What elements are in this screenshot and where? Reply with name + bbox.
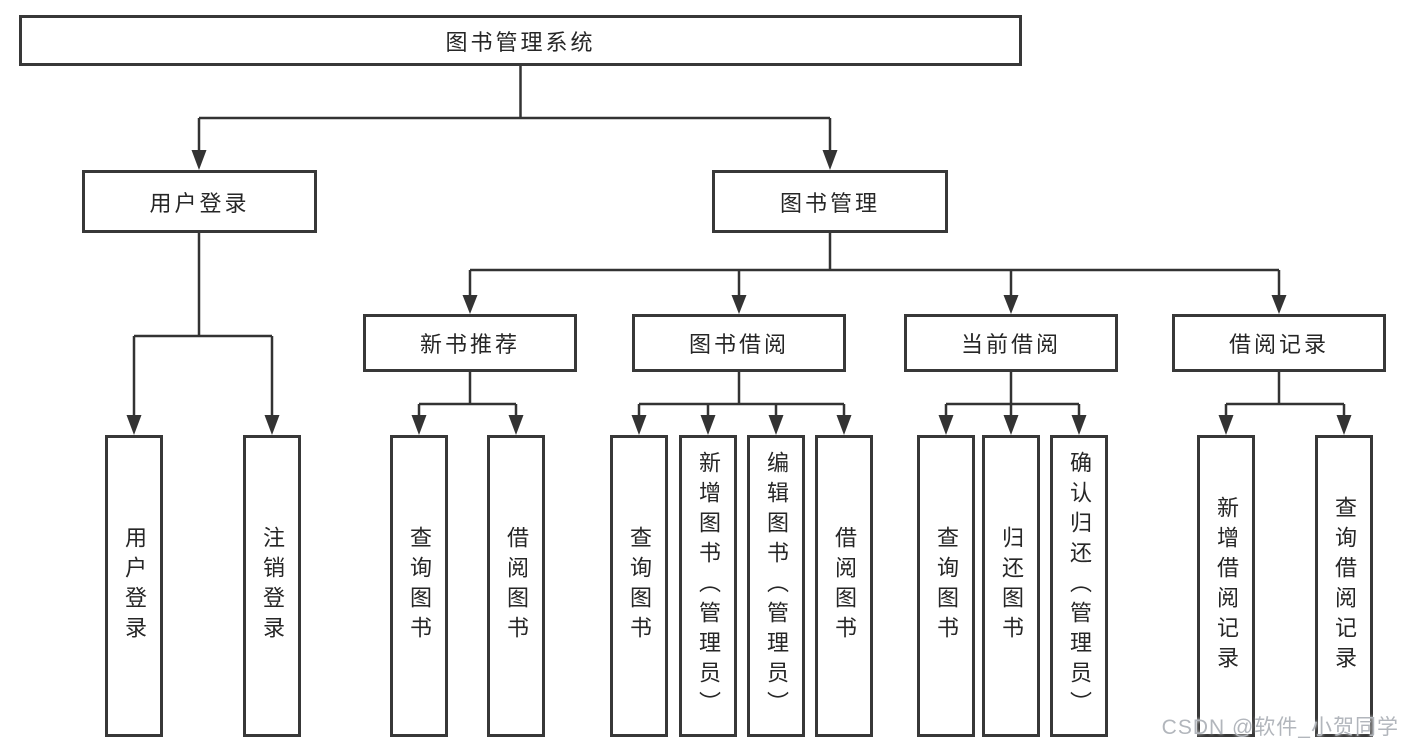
node-current-borrow-label: 当前借阅 xyxy=(960,332,1061,357)
leaf-add-borrow-record: 新增借阅记录 xyxy=(1197,435,1255,737)
leaf-edit-books-admin: 编辑图书（管理员） xyxy=(747,435,805,737)
leaf-query-books-2-label: 查询图书 xyxy=(627,526,652,646)
leaf-query-books-3: 查询图书 xyxy=(917,435,975,737)
node-borrow-records: 借阅记录 xyxy=(1172,314,1386,372)
node-root-label: 图书管理系统 xyxy=(445,29,596,55)
node-current-borrow: 当前借阅 xyxy=(904,314,1118,372)
leaf-add-borrow-record-label: 新增借阅记录 xyxy=(1214,496,1239,676)
leaf-query-books-1: 查询图书 xyxy=(390,435,448,737)
node-user-login: 用户登录 xyxy=(82,170,317,233)
leaf-user-login-label: 用户登录 xyxy=(122,526,147,646)
leaf-query-books-2: 查询图书 xyxy=(610,435,668,737)
node-book-management-label: 图书管理 xyxy=(779,190,880,216)
csdn-watermark: CSDN @软件_小贺同学 xyxy=(1161,716,1399,739)
node-book-management: 图书管理 xyxy=(712,170,948,233)
leaf-logout: 注销登录 xyxy=(243,435,301,737)
leaf-confirm-return-admin: 确认归还（管理员） xyxy=(1050,435,1108,737)
node-new-book-recommend: 新书推荐 xyxy=(363,314,577,372)
leaf-edit-books-admin-label: 编辑图书（管理员） xyxy=(764,451,789,721)
node-book-borrow: 图书借阅 xyxy=(632,314,846,372)
leaf-borrow-books-1-label: 借阅图书 xyxy=(504,526,529,646)
leaf-add-books-admin: 新增图书（管理员） xyxy=(679,435,737,737)
node-borrow-records-label: 借阅记录 xyxy=(1228,332,1329,357)
node-root: 图书管理系统 xyxy=(19,15,1022,66)
node-user-login-label: 用户登录 xyxy=(149,190,250,216)
leaf-borrow-books-2-label: 借阅图书 xyxy=(832,526,857,646)
node-new-book-recommend-label: 新书推荐 xyxy=(419,332,520,357)
leaf-query-borrow-record-label: 查询借阅记录 xyxy=(1332,496,1357,676)
leaf-user-login: 用户登录 xyxy=(105,435,163,737)
leaf-return-books: 归还图书 xyxy=(982,435,1040,737)
leaf-return-books-label: 归还图书 xyxy=(999,526,1024,646)
leaf-query-books-1-label: 查询图书 xyxy=(407,526,432,646)
leaf-borrow-books-2: 借阅图书 xyxy=(815,435,873,737)
leaf-add-books-admin-label: 新增图书（管理员） xyxy=(696,451,721,721)
leaf-confirm-return-admin-label: 确认归还（管理员） xyxy=(1067,451,1092,721)
node-book-borrow-label: 图书借阅 xyxy=(688,332,789,357)
leaf-query-books-3-label: 查询图书 xyxy=(934,526,959,646)
leaf-logout-label: 注销登录 xyxy=(260,526,285,646)
leaf-borrow-books-1: 借阅图书 xyxy=(487,435,545,737)
leaf-query-borrow-record: 查询借阅记录 xyxy=(1315,435,1373,737)
